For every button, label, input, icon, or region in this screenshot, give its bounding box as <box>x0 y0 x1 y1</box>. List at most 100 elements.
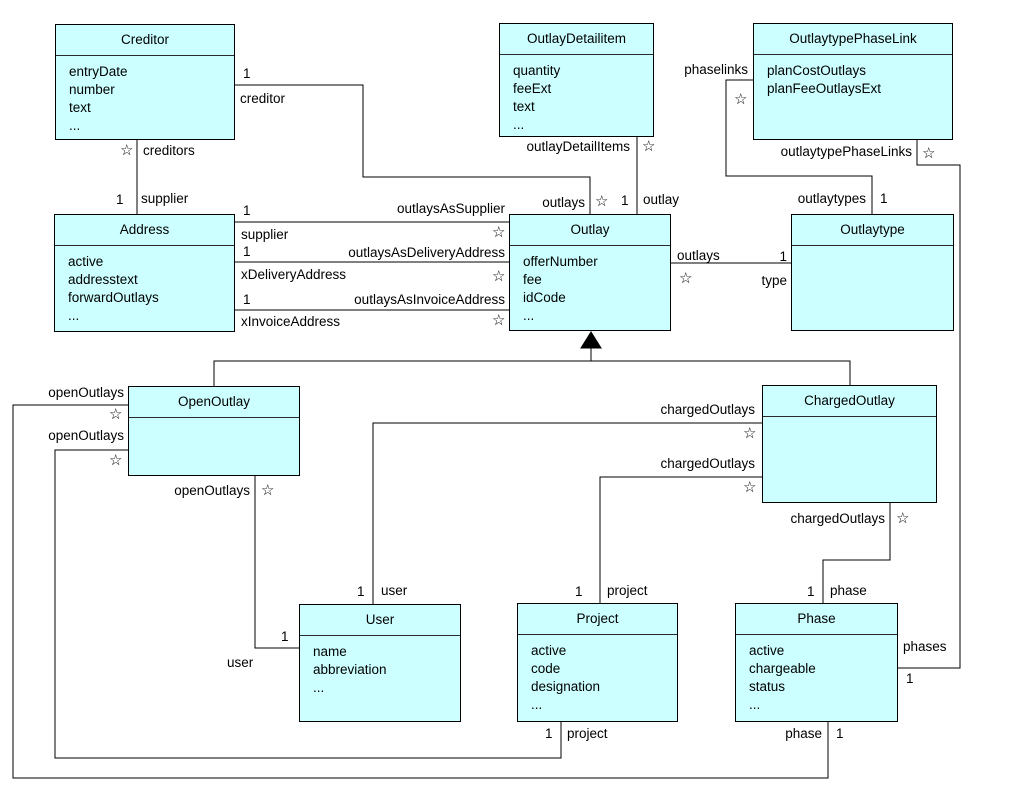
attr: chargeable <box>749 661 816 676</box>
role-label: project <box>607 583 648 598</box>
role-label: chargedOutlays <box>660 402 755 417</box>
class-creditor[interactable]: Creditor entryDate number text ... <box>55 24 235 140</box>
multiplicity-label: 1 <box>880 191 888 206</box>
attr: offerNumber <box>523 254 598 269</box>
role-label: xInvoiceAddress <box>241 314 341 329</box>
multiplicity-label: 1 <box>621 193 629 208</box>
class-title: Outlaytype <box>792 215 953 246</box>
role-label: openOutlays <box>174 483 250 498</box>
role-label: outlays <box>542 195 585 210</box>
class-outlaytype[interactable]: Outlaytype <box>791 214 954 331</box>
attr: quantity <box>513 63 561 78</box>
role-label: xDeliveryAddress <box>241 267 347 282</box>
attr: active <box>749 643 785 658</box>
many-star-icon: ☆ <box>492 312 506 329</box>
role-label: outlaytypes <box>797 191 866 206</box>
class-address[interactable]: Address active addresstext forwardOutlay… <box>54 214 235 332</box>
role-label: phase <box>785 726 822 741</box>
role-label: creditor <box>240 91 286 106</box>
role-label: outlaysAsInvoiceAddress <box>354 292 505 307</box>
class-title: Address <box>55 215 234 246</box>
attr: addresstext <box>68 272 138 287</box>
multiplicity-label: 1 <box>243 66 251 81</box>
class-project[interactable]: Project active code designation ... <box>517 603 678 722</box>
class-outlay-detailitem[interactable]: OutlayDetailitem quantity feeExt text ..… <box>499 23 654 137</box>
attr: active <box>531 643 567 658</box>
many-star-icon: ☆ <box>595 193 609 210</box>
role-label: phase <box>830 583 867 598</box>
many-star-icon: ☆ <box>922 145 936 162</box>
edge-openoutlay-user <box>254 476 299 649</box>
attr: idCode <box>523 290 566 305</box>
many-star-icon: ☆ <box>896 510 910 527</box>
multiplicity-label: 1 <box>243 203 251 218</box>
role-label: chargedOutlays <box>660 456 755 471</box>
attr: text <box>69 100 91 115</box>
many-star-icon: ☆ <box>109 452 123 469</box>
attr: number <box>69 82 115 97</box>
edge-generalization-bar <box>213 360 851 386</box>
attr: active <box>68 254 104 269</box>
attr: ... <box>523 308 535 323</box>
role-label: outlaytypePhaseLinks <box>780 144 912 159</box>
multiplicity-label: 1 <box>281 629 289 644</box>
role-label: user <box>381 583 408 598</box>
role-label: openOutlays <box>48 385 124 400</box>
attr: ... <box>68 308 80 323</box>
class-title: Phase <box>736 604 897 635</box>
role-label: supplier <box>241 227 289 242</box>
attr: ... <box>749 697 761 712</box>
class-title: User <box>300 605 460 636</box>
role-label: user <box>227 655 254 670</box>
role-label: outlaysAsDeliveryAddress <box>348 245 505 260</box>
multiplicity-label: 1 <box>807 584 815 599</box>
multiplicity-label: 1 <box>836 726 844 741</box>
attr: ... <box>313 680 325 695</box>
attr: forwardOutlays <box>68 290 159 305</box>
class-outlay[interactable]: Outlay offerNumber fee idCode ... <box>509 214 671 331</box>
class-title: OutlayDetailitem <box>500 24 653 55</box>
multiplicity-label: 1 <box>357 584 365 599</box>
class-charged-outlay[interactable]: ChargedOutlay <box>762 385 937 503</box>
role-label: phaselinks <box>684 62 748 77</box>
attr: abbreviation <box>313 662 387 677</box>
class-title: Creditor <box>56 25 234 56</box>
many-star-icon: ☆ <box>743 479 757 496</box>
multiplicity-label: 1 <box>575 584 583 599</box>
role-label: outlay <box>643 192 680 207</box>
role-label: type <box>761 273 787 288</box>
class-title: ChargedOutlay <box>763 386 936 417</box>
attr: name <box>313 644 347 659</box>
class-phase[interactable]: Phase active chargeable status ... <box>735 603 898 722</box>
role-label: outlays <box>677 248 720 263</box>
edge-chargedoutlay-user <box>372 422 762 604</box>
attr: planFeeOutlaysExt <box>767 81 882 96</box>
many-star-icon: ☆ <box>679 270 693 287</box>
role-label: phases <box>903 639 947 654</box>
role-label: supplier <box>141 191 189 206</box>
many-star-icon: ☆ <box>109 406 123 423</box>
class-title: OpenOutlay <box>129 387 299 418</box>
attr: text <box>513 99 535 114</box>
role-label: creditors <box>143 143 195 158</box>
many-star-icon: ☆ <box>492 224 506 241</box>
many-star-icon: ☆ <box>642 138 656 155</box>
role-label: chargedOutlays <box>790 511 885 526</box>
class-user[interactable]: User name abbreviation ... <box>299 604 461 722</box>
attr: fee <box>523 272 542 287</box>
class-outlaytype-phase-link[interactable]: OutlaytypePhaseLink planCostOutlays plan… <box>753 23 953 140</box>
class-open-outlay[interactable]: OpenOutlay <box>128 386 300 476</box>
class-title: OutlaytypePhaseLink <box>754 24 952 55</box>
attr: status <box>749 679 786 694</box>
role-label: project <box>567 726 608 741</box>
attr: code <box>531 661 561 676</box>
attr: entryDate <box>69 64 128 79</box>
role-label: openOutlays <box>48 428 124 443</box>
attr: ... <box>69 118 81 133</box>
attr: feeExt <box>513 81 552 96</box>
multiplicity-label: 1 <box>243 244 251 259</box>
attr: designation <box>531 679 601 694</box>
multiplicity-label: 1 <box>243 292 251 307</box>
attr: ... <box>531 697 543 712</box>
